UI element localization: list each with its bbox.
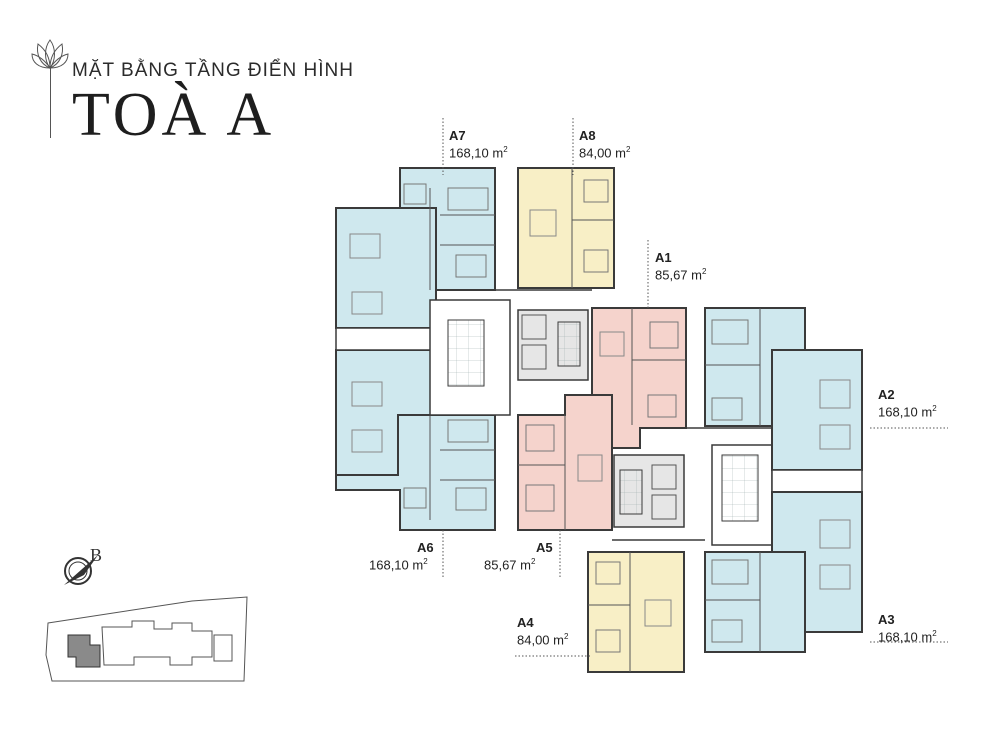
lotus-logo-icon [30, 36, 70, 77]
page-subtitle: MẶT BẰNG TẦNG ĐIỂN HÌNH [72, 60, 354, 81]
unit-a3[interactable] [704, 491, 863, 653]
unit-area-a3: 168,10 m2 [878, 629, 937, 645]
unit-a7[interactable] [335, 167, 496, 329]
title-divider [50, 68, 51, 138]
compass-icon [58, 545, 104, 596]
page-title: TOÀ A [72, 81, 276, 149]
unit-a2[interactable] [704, 307, 863, 471]
unit-label-a5: A5 [536, 540, 553, 555]
unit-area-a2: 168,10 m2 [878, 404, 937, 420]
unit-label-a1: A1 [655, 250, 672, 265]
unit-area-a4: 84,00 m2 [517, 632, 569, 648]
unit-area-a1: 85,67 m2 [655, 267, 707, 283]
core-left [429, 299, 589, 416]
unit-area-a6: 168,10 m2 [369, 557, 428, 573]
unit-label-a4: A4 [517, 615, 534, 630]
unit-area-a7: 168,10 m2 [449, 145, 508, 161]
leader-lines [442, 118, 948, 657]
unit-label-a8: A8 [579, 128, 596, 143]
unit-a8[interactable] [517, 167, 615, 289]
unit-label-a2: A2 [878, 387, 895, 402]
core-right [613, 444, 773, 546]
unit-a5[interactable] [517, 394, 613, 531]
unit-a6[interactable] [335, 349, 496, 531]
unit-area-a5: 85,67 m2 [484, 557, 536, 573]
unit-label-a3: A3 [878, 612, 895, 627]
unit-a4[interactable] [587, 551, 685, 673]
unit-label-a6: A6 [417, 540, 434, 555]
unit-area-a8: 84,00 m2 [579, 145, 631, 161]
unit-label-a7: A7 [449, 128, 466, 143]
site-plan-icon [42, 595, 252, 690]
